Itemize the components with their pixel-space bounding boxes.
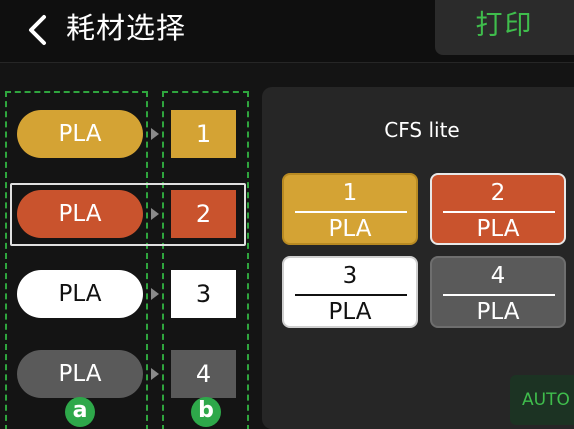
slot-column-b — [162, 91, 249, 429]
cfs-slot-2[interactable]: 2 PLA — [430, 173, 566, 245]
filament-pill-2[interactable]: PLA — [17, 190, 143, 238]
marker-a: a — [65, 397, 95, 427]
slot-box-4[interactable]: 4 — [171, 350, 236, 398]
cfs-slot-3[interactable]: 3 PLA — [282, 256, 418, 328]
filament-column-a — [5, 91, 148, 429]
cfs-slot-divider — [443, 211, 555, 213]
top-bar: 耗材选择 打印 — [0, 0, 574, 62]
chevron-left-icon[interactable] — [24, 10, 54, 50]
cfs-slot-divider — [295, 294, 407, 296]
header-divider — [0, 62, 574, 63]
auto-button[interactable]: AUTO — [510, 375, 574, 425]
cfs-slot-number: 1 — [342, 180, 358, 206]
slot-box-1[interactable]: 1 — [171, 110, 236, 158]
slot-box-2[interactable]: 2 — [171, 190, 236, 238]
arrow-right-icon — [151, 368, 159, 380]
cfs-slot-material: PLA — [476, 216, 520, 242]
cfs-slot-divider — [443, 294, 555, 296]
cfs-slot-number: 2 — [490, 180, 506, 206]
cfs-slot-material: PLA — [476, 299, 520, 325]
filament-pill-1[interactable]: PLA — [17, 110, 143, 158]
slot-box-3[interactable]: 3 — [171, 270, 236, 318]
cfs-slot-4[interactable]: 4 PLA — [430, 256, 566, 328]
cfs-slot-material: PLA — [328, 216, 372, 242]
filament-pill-4[interactable]: PLA — [17, 350, 143, 398]
cfs-slot-divider — [295, 211, 407, 213]
arrow-right-icon — [151, 288, 159, 300]
filament-pill-3[interactable]: PLA — [17, 270, 143, 318]
cfs-slot-1[interactable]: 1 PLA — [282, 173, 418, 245]
cfs-slot-material: PLA — [328, 299, 372, 325]
page-title: 耗材选择 — [66, 11, 187, 45]
marker-b: b — [191, 397, 221, 427]
selected-row-frame — [10, 183, 246, 246]
arrow-right-icon — [151, 208, 159, 220]
print-button[interactable]: 打印 — [435, 0, 574, 55]
cfs-slot-number: 3 — [342, 263, 358, 289]
cfs-title: CFS lite — [384, 118, 460, 142]
cfs-slot-number: 4 — [490, 263, 506, 289]
arrow-right-icon — [151, 128, 159, 140]
